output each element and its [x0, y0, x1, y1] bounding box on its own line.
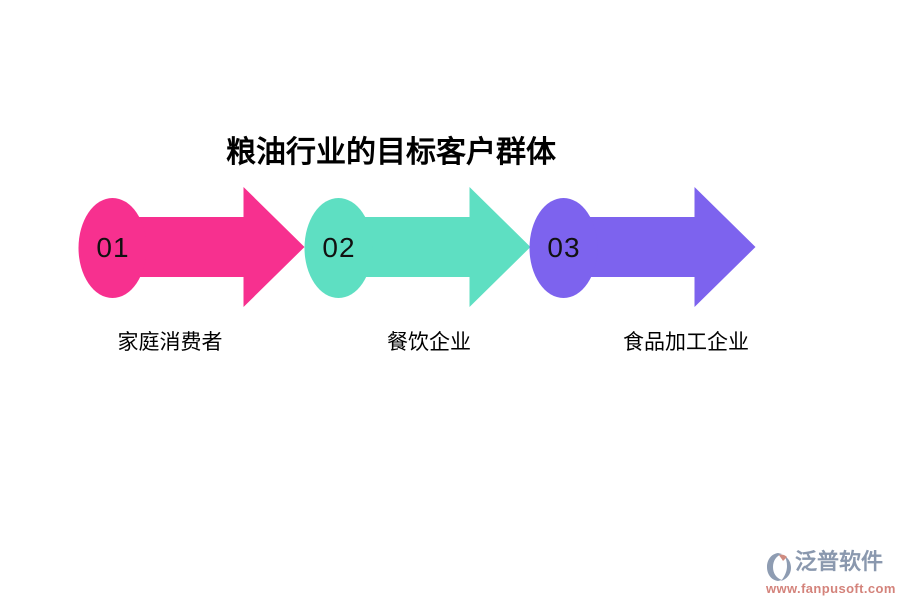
diagram-title: 粮油行业的目标客户群体	[226, 136, 556, 169]
step-ellipse	[78, 198, 147, 298]
step-number: 03	[547, 232, 581, 263]
step-label: 餐饮企业	[387, 331, 471, 354]
fanpu-logo-icon	[767, 553, 791, 581]
step-ellipse	[304, 198, 373, 298]
step-arrow-shape	[338, 187, 531, 307]
step-number: 01	[96, 232, 130, 263]
step-label: 家庭消费者	[117, 331, 223, 354]
watermark-brand: 泛普软件	[795, 549, 884, 574]
step-arrow-shape	[563, 187, 756, 307]
step-number: 02	[322, 232, 356, 263]
step-label: 食品加工企业	[623, 331, 749, 354]
watermark-url: www.fanpusoft.com	[766, 581, 896, 596]
step-ellipse	[529, 198, 598, 298]
step-arrow-shape	[112, 187, 305, 307]
watermark: 泛普软件 www.fanpusoft.com	[766, 550, 896, 596]
